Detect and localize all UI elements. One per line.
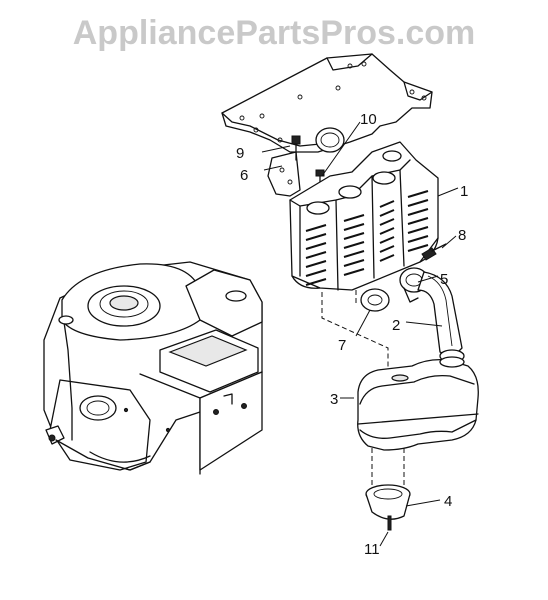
louvre-slot: [379, 227, 395, 235]
louvre-slot: [305, 278, 327, 286]
louvre-slot: [305, 269, 327, 277]
louvre-slot: [379, 209, 395, 217]
bolt-8-illustration: [421, 243, 447, 261]
louvre-slot: [379, 200, 395, 208]
callout-3: 3: [330, 391, 338, 408]
callout-5: 5: [440, 271, 448, 288]
gasket-7-illustration: [360, 288, 390, 312]
callout-6: 6: [240, 167, 248, 184]
muffler-illustration: [357, 356, 479, 451]
louvre-slot: [379, 236, 395, 244]
louvre-slot: [407, 217, 429, 225]
callout-1: 1: [460, 183, 468, 200]
louvre-slot: [343, 259, 365, 267]
louvre-slot: [407, 244, 429, 252]
louvre-slot: [343, 241, 365, 249]
louvre-slot: [305, 242, 327, 250]
callouts: 1 2 3 4 5 6 7 8 9 10 11: [236, 111, 468, 558]
muffler-guard-illustration: [289, 141, 439, 291]
louvre-slot: [407, 235, 429, 243]
callout-10: 10: [360, 111, 377, 128]
engine-illustration: [43, 261, 263, 475]
callout-9: 9: [236, 145, 244, 162]
louvre-slot: [305, 224, 327, 232]
callout-8: 8: [458, 227, 466, 244]
louvre-slot: [379, 254, 395, 262]
callout-4: 4: [444, 493, 452, 510]
louvre-slot: [407, 208, 429, 216]
louvre-slot: [305, 251, 327, 259]
watermark-text: AppliancePartsPros.com: [73, 14, 475, 52]
louvre-slot: [407, 226, 429, 234]
louvre-slot: [305, 233, 327, 241]
callout-7: 7: [338, 337, 346, 354]
louvre-slot: [379, 245, 395, 253]
louvre-slot: [379, 218, 395, 226]
leader-lines: [261, 121, 459, 547]
louvre-slot: [407, 199, 429, 207]
louvre-slot: [407, 190, 429, 198]
louvre-slot: [343, 232, 365, 240]
louvre-slot: [343, 214, 365, 222]
mounting-bracket-illustration: [221, 53, 433, 197]
louvre-slot: [343, 250, 365, 258]
louvre-slot: [343, 223, 365, 231]
louvre-slot: [343, 268, 365, 276]
callout-11: 11: [364, 541, 380, 558]
callout-2: 2: [392, 317, 400, 334]
deflector-illustration: [365, 484, 411, 531]
louvre-slot: [305, 260, 327, 268]
